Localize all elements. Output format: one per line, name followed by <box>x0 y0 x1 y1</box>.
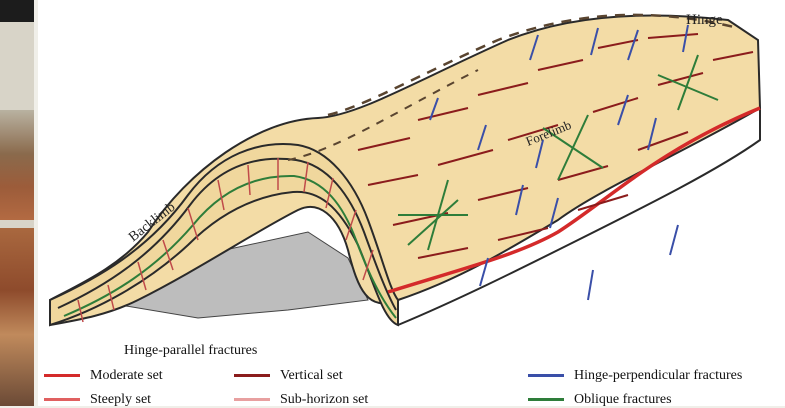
cropped-dark-block <box>0 0 34 22</box>
legend-title: Hinge-parallel fractures <box>124 343 257 359</box>
legend-sub-horizon-set-label: Sub-horizon set <box>280 392 368 407</box>
legend-hinge-perpendicular-label: Hinge-perpendicular fractures <box>574 368 742 383</box>
fold-block <box>50 15 760 325</box>
legend-steeply-set-label: Steeply set <box>90 392 151 407</box>
left-cropped-image-strip <box>0 0 34 406</box>
steeply-set-swatch <box>44 398 80 401</box>
hinge-label: Hinge <box>686 12 723 28</box>
legend-vertical-set: Vertical set <box>234 368 343 384</box>
moderate-set-swatch <box>44 374 80 377</box>
sub-horizon-set-swatch <box>234 398 270 401</box>
legend-moderate-set: Moderate set <box>44 368 163 384</box>
cropped-photo-lower <box>0 228 34 406</box>
diagram-panel: Hinge Forelimb Backlimb Hinge-parallel f… <box>38 0 785 406</box>
legend-hinge-perpendicular: Hinge-perpendicular fractures <box>528 368 742 384</box>
legend-oblique-label: Oblique fractures <box>574 392 672 407</box>
legend-moderate-set-label: Moderate set <box>90 368 163 383</box>
hinge-perpendicular-swatch <box>528 374 564 377</box>
cropped-photo <box>0 110 34 220</box>
legend-vertical-set-label: Vertical set <box>280 368 343 383</box>
vertical-set-swatch <box>234 374 270 377</box>
oblique-swatch <box>528 398 564 401</box>
